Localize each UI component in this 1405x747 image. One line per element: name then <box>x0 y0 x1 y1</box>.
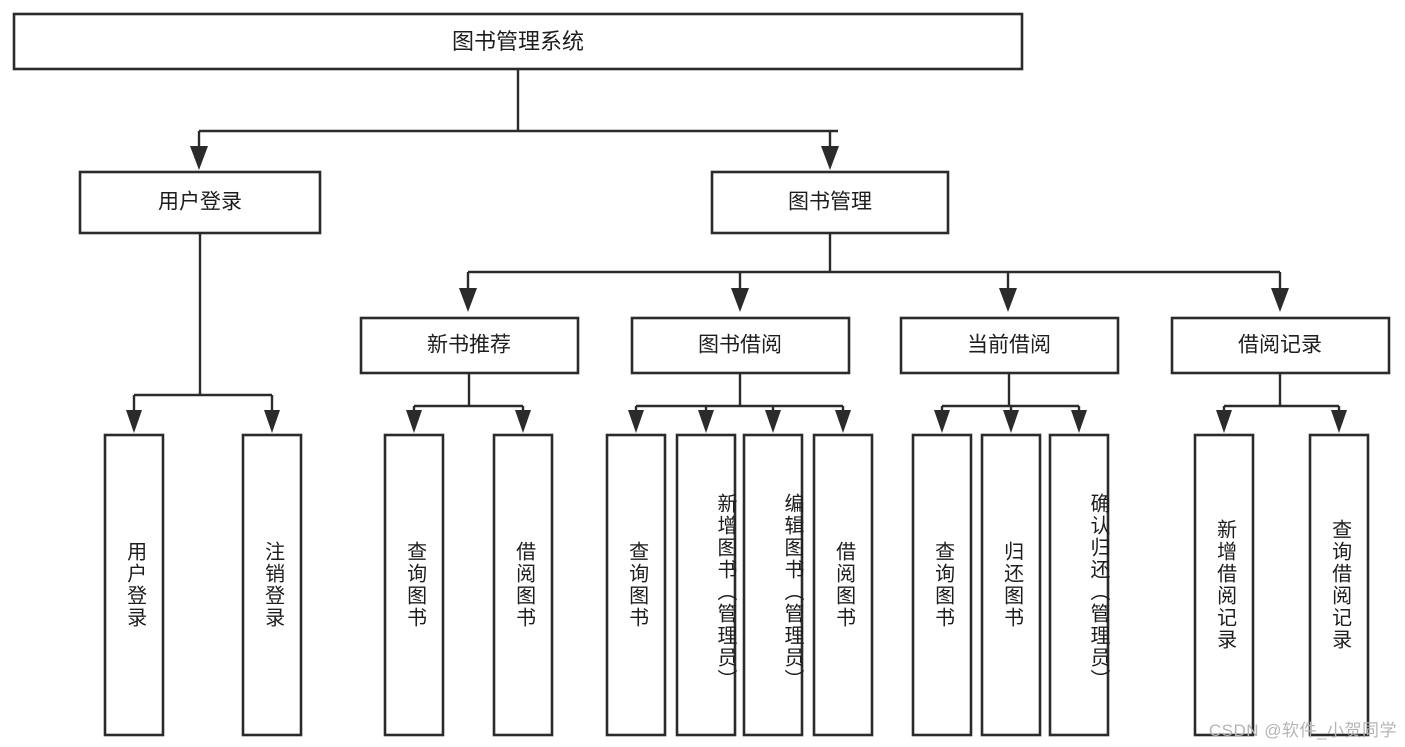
leaf-rect-add-record[interactable] <box>1193 433 1255 737</box>
csdn-watermark: CSDN @软件_小贺同学 <box>1208 721 1397 740</box>
arrow-head-leaf-query-book-1 <box>406 410 422 433</box>
arrow-head-current-borrow <box>999 288 1017 312</box>
connector-group-new-book-recommend <box>406 373 531 433</box>
connector-group-root <box>190 69 839 170</box>
node-borrow-record[interactable]: 借阅记录 <box>1170 316 1391 375</box>
arrow-head-leaf-query-book-2 <box>628 410 644 433</box>
arrow-head-leaf-borrow-book-2 <box>835 410 851 433</box>
node-borrow-record-label: 借阅记录 <box>1238 334 1322 357</box>
arrow-head-leaf-edit-book <box>765 410 781 433</box>
arrow-head-leaf-user-login <box>126 410 142 433</box>
arrow-head-leaf-query-book-3 <box>934 410 950 433</box>
leaf-rect-user-login[interactable] <box>103 433 165 737</box>
node-current-borrow-label: 当前借阅 <box>967 334 1051 357</box>
leaf-rect-add-book[interactable] <box>675 433 737 737</box>
arrow-head-leaf-query-record <box>1331 410 1347 433</box>
connector-group-borrow-record <box>1216 373 1347 433</box>
leaf-rect-borrow-book-2[interactable] <box>812 433 874 737</box>
leaf-rect-return-book[interactable] <box>980 433 1042 737</box>
node-book-borrow[interactable]: 图书借阅 <box>630 316 851 375</box>
node-book-manage[interactable]: 图书管理 <box>710 170 950 235</box>
arrow-head-leaf-borrow-book-1 <box>515 410 531 433</box>
arrow-head-borrow-record <box>1271 288 1289 312</box>
arrow-head-leaf-add-record <box>1216 410 1232 433</box>
node-current-borrow-rect[interactable] <box>899 316 1120 375</box>
leaf-rect-query-book-1[interactable] <box>383 433 445 737</box>
node-book-borrow-rect[interactable] <box>630 316 851 375</box>
arrow-head-user-login <box>190 146 208 170</box>
leaf-rect-query-record[interactable] <box>1308 433 1370 737</box>
connector-group-book-borrow <box>628 373 851 433</box>
node-current-borrow[interactable]: 当前借阅 <box>899 316 1120 375</box>
arrow-head-leaf-logout <box>264 410 280 433</box>
node-book-manage-label: 图书管理 <box>788 191 872 214</box>
node-borrow-record-rect[interactable] <box>1170 316 1391 375</box>
node-book-manage-rect[interactable] <box>710 170 950 235</box>
node-book-borrow-label: 图书借阅 <box>698 334 782 357</box>
node-user-login-label: 用户登录 <box>158 191 242 214</box>
node-new-book-recommend[interactable]: 新书推荐 <box>359 316 580 375</box>
leaf-rect-query-book-3[interactable] <box>911 433 973 737</box>
arrow-head-book-manage <box>821 146 839 170</box>
node-root[interactable]: 图书管理系统 <box>12 12 1024 71</box>
leaf-rect-query-book-2[interactable] <box>605 433 667 737</box>
node-new-book-recommend-label: 新书推荐 <box>427 334 511 357</box>
leaf-rect-logout[interactable] <box>241 433 303 737</box>
arrow-head-leaf-return-book <box>1003 410 1019 433</box>
node-new-book-recommend-rect[interactable] <box>359 316 580 375</box>
arrow-head-book-borrow <box>731 288 749 312</box>
arrow-head-leaf-add-book <box>698 410 714 433</box>
node-root-label: 图书管理系统 <box>452 29 584 54</box>
connector-group-book-manage <box>459 233 1289 312</box>
arrow-head-leaf-confirm-return <box>1071 410 1087 433</box>
arrow-head-new-book-recommend <box>459 288 477 312</box>
leaf-rect-edit-book[interactable] <box>742 433 804 737</box>
leaf-boxes-group <box>103 433 1370 737</box>
leaf-rect-confirm-return[interactable] <box>1048 433 1110 737</box>
node-root-rect[interactable] <box>12 12 1024 71</box>
connector-group-user-login <box>126 233 280 433</box>
connector-group-current-borrow <box>934 373 1087 433</box>
node-user-login[interactable]: 用户登录 <box>78 170 322 235</box>
leaf-rect-borrow-book-1[interactable] <box>492 433 554 737</box>
